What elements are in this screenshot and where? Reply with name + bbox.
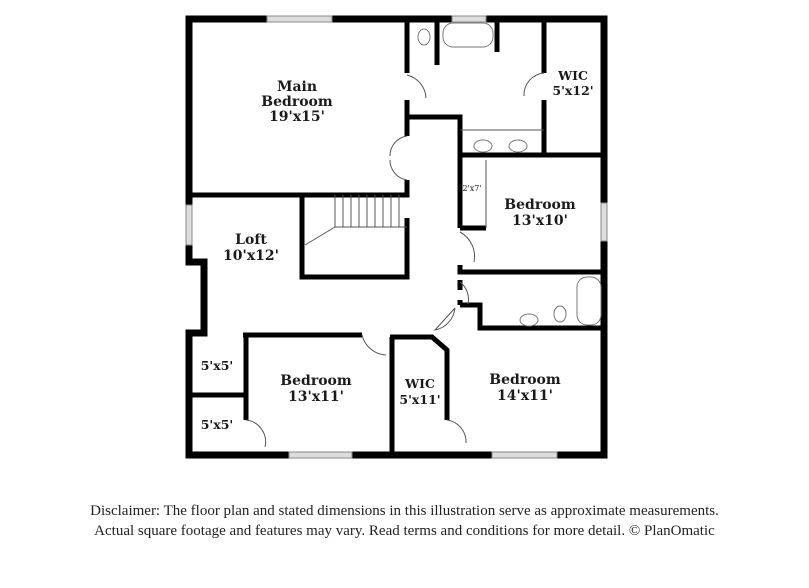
windows [185,15,608,459]
thin-lines [245,72,545,448]
window [266,15,333,23]
window [491,451,558,459]
main-bedroom-dims: 19'x15' [269,109,325,125]
disclaimer-line-2: Actual square footage and features may v… [94,523,715,539]
bedroom-4-label: Bedroom [489,372,561,388]
door [361,334,387,356]
wic-main-dims: 5'x12' [552,83,593,98]
window [288,451,353,459]
door [523,72,545,97]
sink [508,139,528,153]
loft-label: Loft [235,232,267,248]
closet-dims: 2'x7' [462,184,481,193]
wic-2-label: WIC [404,376,435,391]
bedroom-3-dims: 13'x11' [288,389,344,405]
fixtures [417,22,602,327]
bathtub [442,22,494,48]
bedroom-3-label: Bedroom [280,373,352,389]
main-bedroom-label: Main [277,79,317,95]
room-labels: Main Bedroom 19'x15' WIC 5'x12' 2'x7' Be… [201,68,594,432]
door [459,231,475,263]
door [245,419,267,448]
door [446,419,467,444]
door [389,135,408,181]
toilet [553,305,567,323]
window [185,204,193,246]
closet-a-dims: 5'x5' [201,358,234,373]
closet-b-dims: 5'x5' [201,417,234,432]
window [600,202,608,242]
interior-walls [189,19,604,455]
wic-main-label: WIC [557,68,588,83]
main-bedroom-label: Bedroom [261,94,333,110]
stairs [334,195,407,228]
disclaimer-line-1: Disclaimer: The floor plan and stated di… [90,503,719,519]
bedroom-2-dims: 13'x10' [512,213,568,229]
loft-dims: 10'x12' [223,248,279,264]
wic-2-dims: 5'x11' [399,392,440,407]
bathtub [576,276,602,326]
bedroom-4-dims: 14'x11' [497,388,553,404]
bedroom-2-label: Bedroom [504,197,576,213]
floor-plan: Main Bedroom 19'x15' WIC 5'x12' 2'x7' Be… [185,15,608,459]
door [433,307,456,331]
door [459,281,469,305]
window [451,15,487,23]
sink [519,313,539,327]
door [406,74,427,99]
outer-wall-jog [185,258,208,337]
toilet [417,28,431,46]
sink [473,139,493,153]
